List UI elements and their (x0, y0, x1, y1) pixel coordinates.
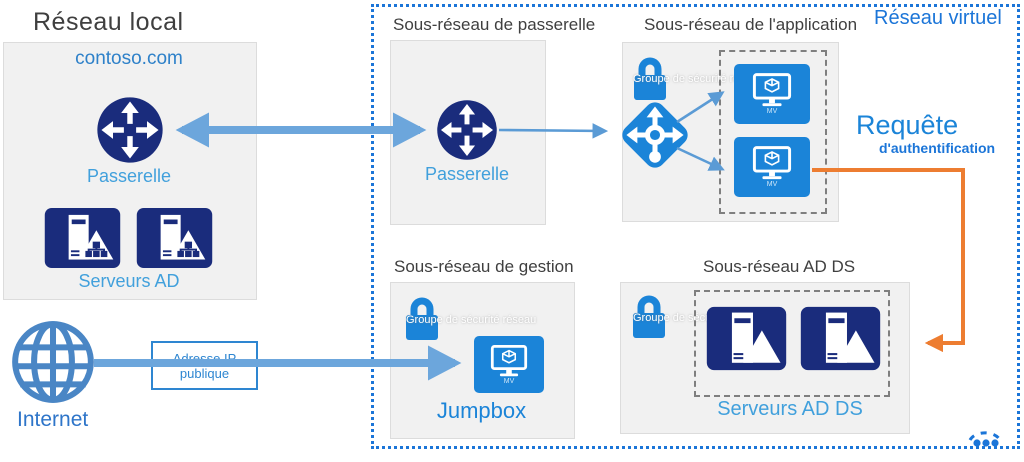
management-subnet-title: Sous-réseau de gestion (394, 257, 574, 276)
adds-server-icon (706, 305, 787, 372)
nsg-label: Groupe de sécurité réseau (406, 314, 537, 326)
public-ip-label: Adresse IP publique (172, 350, 237, 381)
gateway-subnet-title: Sous-réseau de passerelle (393, 15, 596, 34)
application-subnet-title: Sous-réseau de l'application (644, 15, 858, 34)
local-network-title: Réseau local (33, 8, 184, 36)
auth-request-title: Requête (856, 110, 959, 140)
nsg-lock-icon (630, 56, 670, 102)
vm-label: MV (766, 108, 778, 115)
ad-servers-label: Serveurs AD (78, 271, 180, 291)
ad-server-icon (136, 207, 213, 269)
vm-icon: MV (734, 137, 810, 197)
internet-globe-icon (10, 319, 96, 405)
vm-group-box (719, 50, 827, 214)
nsg-lock-icon (629, 294, 669, 340)
virtual-network-label: Réseau virtuel (874, 7, 1002, 29)
auth-request-subtitle: d'authentification (879, 140, 996, 156)
vnet-gateway-label: Passerelle (424, 164, 510, 184)
ellipsis-icon (962, 424, 1008, 450)
adds-servers-label: Serveurs AD DS (717, 398, 863, 420)
internet-label: Internet (17, 408, 89, 431)
public-ip-label-box: Adresse IP publique (151, 341, 258, 390)
router-diamond-icon (613, 93, 697, 177)
nsg-lock-icon (402, 296, 442, 342)
jumpbox-vm-icon: MV (474, 336, 544, 393)
jumpbox-label: Jumpbox (436, 398, 527, 423)
nsg-label: Groupe de sécurité réseau (633, 73, 764, 85)
local-gateway-label: Passerelle (86, 166, 172, 186)
vnet-gateway-icon (436, 99, 498, 161)
ad-server-icon (44, 207, 121, 269)
vm-label: MV (766, 181, 778, 188)
virtual-network-boundary (371, 4, 1020, 449)
vm-label: MV (503, 377, 515, 385)
adds-server-icon (800, 305, 881, 372)
local-gateway-icon (96, 96, 164, 164)
adds-subnet-title: Sous-réseau AD DS (703, 257, 856, 276)
local-network-domain: contoso.com (75, 48, 183, 69)
vm-icon: MV (734, 64, 810, 124)
